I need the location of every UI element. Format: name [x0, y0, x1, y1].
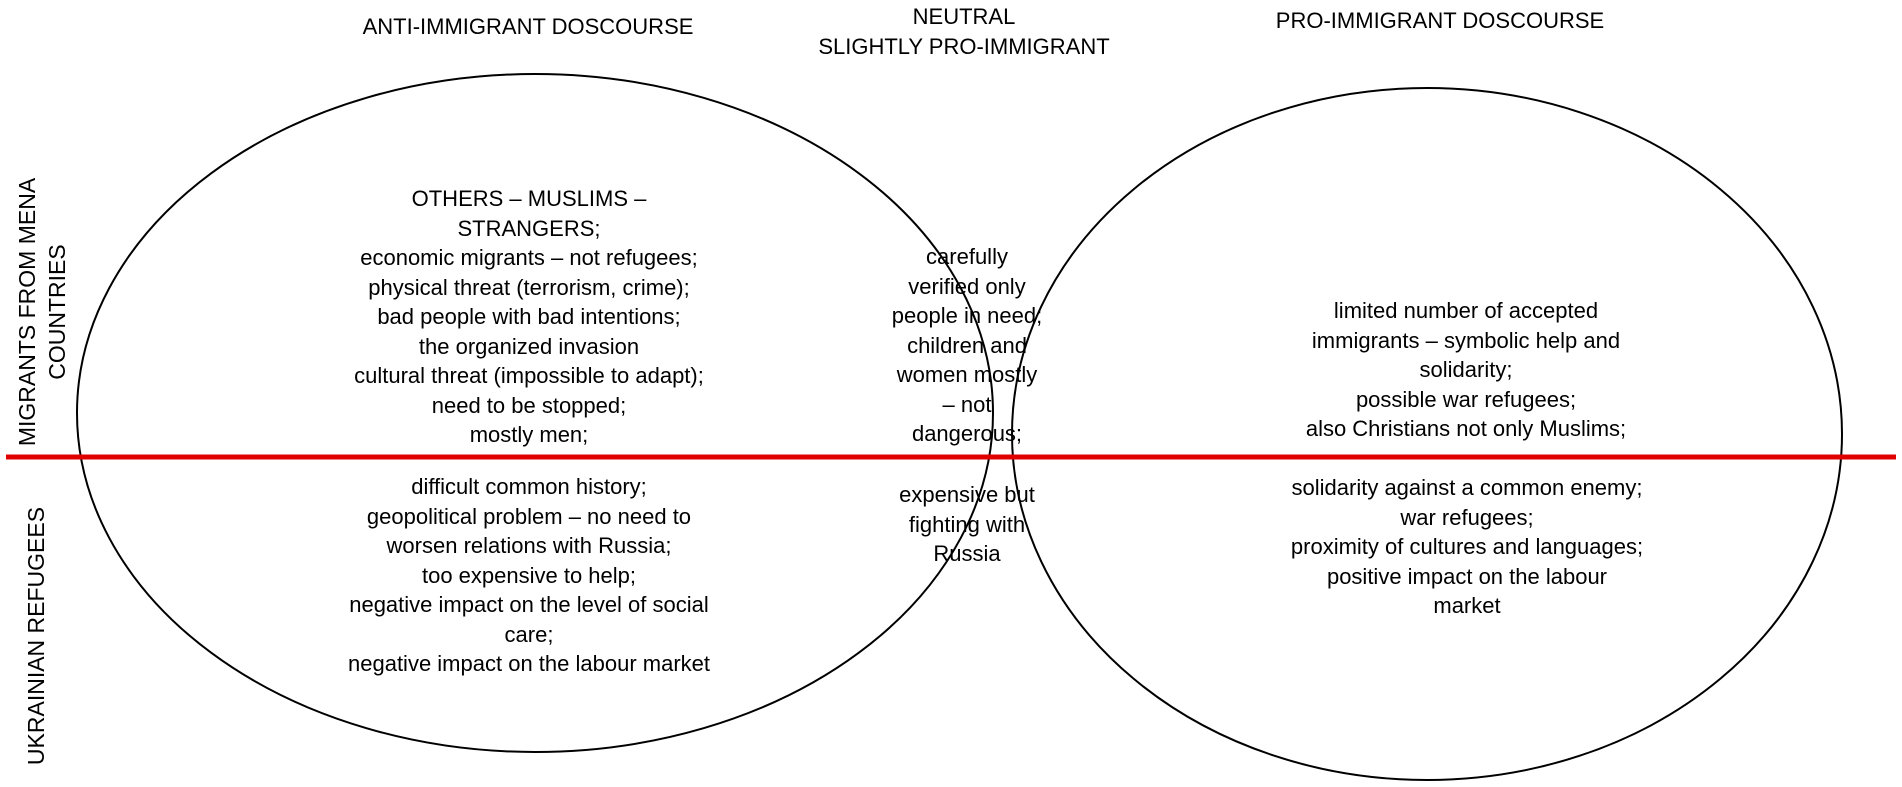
anti-immigrant-ellipse [76, 73, 994, 753]
cell-ukraine-pro: solidarity against a common enemy; war r… [1290, 475, 1644, 618]
cell-mena-anti: OTHERS – MUSLIMS – STRANGERS; economic m… [354, 186, 704, 447]
cell-ukraine-neutral: expensive but fighting with Russia [899, 482, 1035, 566]
cell-mena-neutral: carefully verified only people in need; … [891, 244, 1043, 446]
row-label-mena: MIGRANTS FROM MENA COUNTRIES [14, 177, 70, 447]
header-neutral: NEUTRAL SLIGHTLY PRO-IMMIGRANT [818, 4, 1110, 59]
cell-mena-pro: limited number of accepted immigrants – … [1305, 298, 1627, 441]
header-anti-immigrant: ANTI-IMMIGRANT DOSCOURSE [362, 14, 694, 39]
row-label-ukraine: UKRAINIAN REFUGEES [23, 506, 49, 766]
header-pro-immigrant: PRO-IMMIGRANT DOSCOURSE [1275, 8, 1605, 33]
cell-ukraine-anti: difficult common history; geopolitical p… [348, 474, 710, 676]
pro-immigrant-ellipse [1011, 87, 1843, 781]
